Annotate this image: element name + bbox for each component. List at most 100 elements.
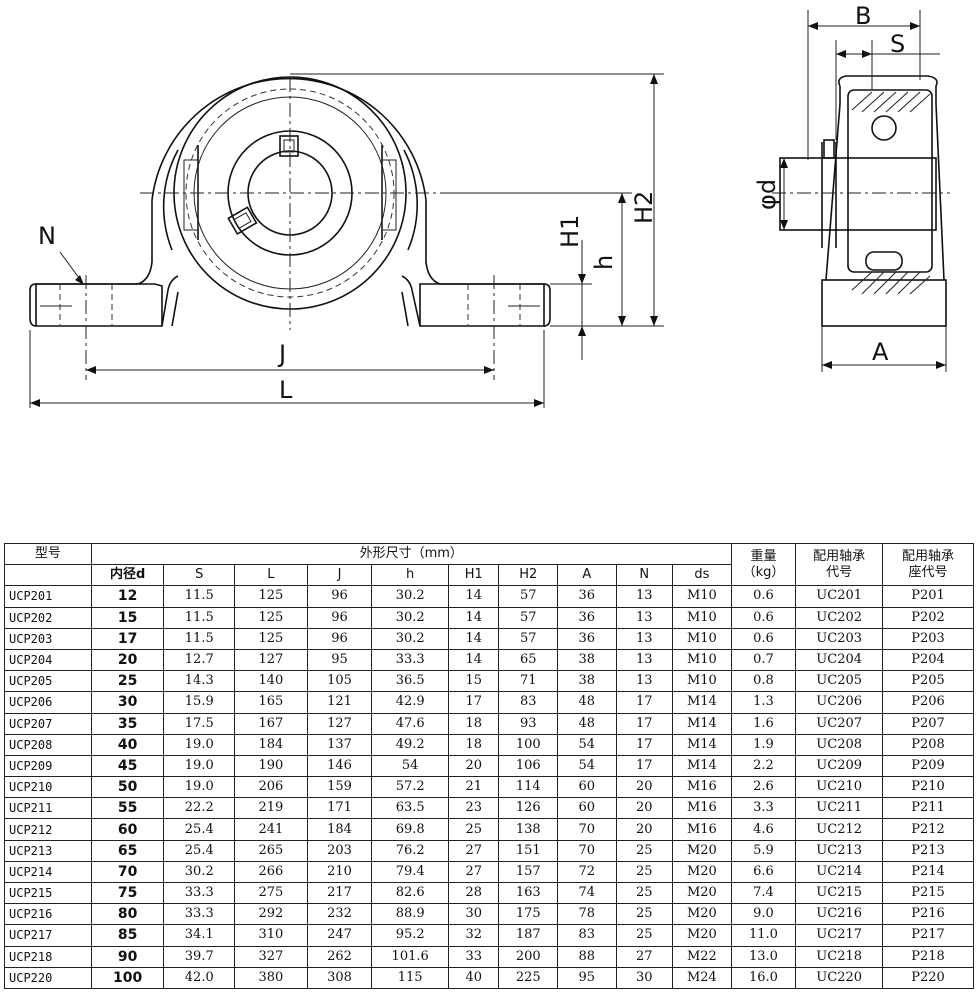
label-J: J [277,340,286,368]
cell-A: 60 [557,797,617,820]
cell-housing-code: P207 [882,712,974,735]
cell-model: UCP215 [4,881,92,905]
cell-ds: M20 [672,924,732,947]
cell-H2: 175 [498,903,558,926]
cell-bearing-code: UC214 [795,860,884,884]
cell-bearing-code: UC205 [795,670,884,693]
cell-S: 33.3 [163,881,236,905]
hdr-model: 型号 [4,542,92,566]
cell-weight: 16.0 [730,966,797,989]
cell-bore: 35 [90,712,165,735]
cell-J: 247 [306,924,373,947]
cell-N: 25 [615,860,674,884]
cell-bearing-code: UC201 [795,585,884,608]
cell-bearing-code: UC202 [795,606,884,629]
cell-J: 210 [306,860,373,884]
cell-model: UCP217 [4,924,92,947]
spec-table-header: 型号 外形尺寸（mm） 重量（kg） 配用轴承代号 配用轴承座代号 内径d S … [4,542,974,587]
label-A: A [872,338,889,366]
cell-model: UCP206 [4,691,92,714]
cell-h: 30.2 [371,606,450,629]
cell-ds: M16 [672,797,732,820]
cell-bearing-code: UC203 [795,627,884,650]
cell-A: 54 [557,754,617,778]
cell-A: 48 [557,691,617,714]
cell-J: 184 [306,818,373,841]
cell-A: 38 [557,648,617,672]
cell-weight: 4.6 [730,818,797,841]
cell-H2: 157 [498,860,558,884]
cell-L: 125 [234,627,308,650]
cell-ds: M24 [672,966,732,989]
cell-weight: 0.7 [730,648,797,672]
cell-bore: 80 [90,903,165,926]
cell-N: 17 [615,733,674,756]
cell-H1: 18 [448,733,500,756]
cell-H2: 126 [498,797,558,820]
cell-H2: 114 [498,776,558,799]
cell-h: 95.2 [371,924,450,947]
cell-A: 48 [557,712,617,735]
cell-S: 30.2 [163,860,236,884]
cell-S: 19.0 [163,733,236,756]
cell-h: 69.8 [371,818,450,841]
cell-bore: 90 [90,945,165,968]
cell-J: 121 [306,691,373,714]
cell-weight: 0.8 [730,670,797,693]
cell-A: 54 [557,733,617,756]
cell-bore: 60 [90,818,165,841]
cell-J: 171 [306,797,373,820]
cell-J: 262 [306,945,373,968]
cell-H2: 163 [498,881,558,905]
cell-housing-code: P215 [882,881,974,905]
hdr-bore: 内径d [90,564,165,587]
cell-ds: M10 [672,670,732,693]
cell-H1: 15 [448,670,500,693]
cell-H1: 27 [448,839,500,862]
label-H1: H1 [556,215,584,248]
cell-J: 308 [306,966,373,989]
cell-bore: 45 [90,754,165,778]
cell-A: 83 [557,924,617,947]
cell-S: 14.3 [163,670,236,693]
cell-S: 25.4 [163,839,236,862]
cell-N: 13 [615,585,674,608]
cell-ds: M10 [672,585,732,608]
cell-weight: 1.3 [730,691,797,714]
cell-J: 232 [306,903,373,926]
cell-H2: 138 [498,818,558,841]
hdr-H2: H2 [498,564,558,587]
cell-S: 42.0 [163,966,236,989]
cell-S: 11.5 [163,606,236,629]
cell-housing-code: P213 [882,839,974,862]
cell-L: 266 [234,860,308,884]
cell-L: 265 [234,839,308,862]
cell-housing-code: P208 [882,733,974,756]
cell-weight: 13.0 [730,945,797,968]
cell-housing-code: P205 [882,670,974,693]
cell-housing-code: P206 [882,691,974,714]
cell-S: 15.9 [163,691,236,714]
cell-S: 25.4 [163,818,236,841]
cell-h: 82.6 [371,881,450,905]
cell-H1: 28 [448,881,500,905]
cell-S: 19.0 [163,754,236,778]
cell-bearing-code: UC206 [795,691,884,714]
cell-J: 159 [306,776,373,799]
cell-J: 127 [306,712,373,735]
cell-ds: M20 [672,839,732,862]
cell-model: UCP208 [4,733,92,756]
label-L: L [279,376,293,404]
cell-ds: M20 [672,903,732,926]
cell-bore: 40 [90,733,165,756]
cell-housing-code: P209 [882,754,974,778]
cell-H1: 40 [448,966,500,989]
cell-L: 125 [234,606,308,629]
cell-bore: 75 [90,881,165,905]
cell-L: 241 [234,818,308,841]
